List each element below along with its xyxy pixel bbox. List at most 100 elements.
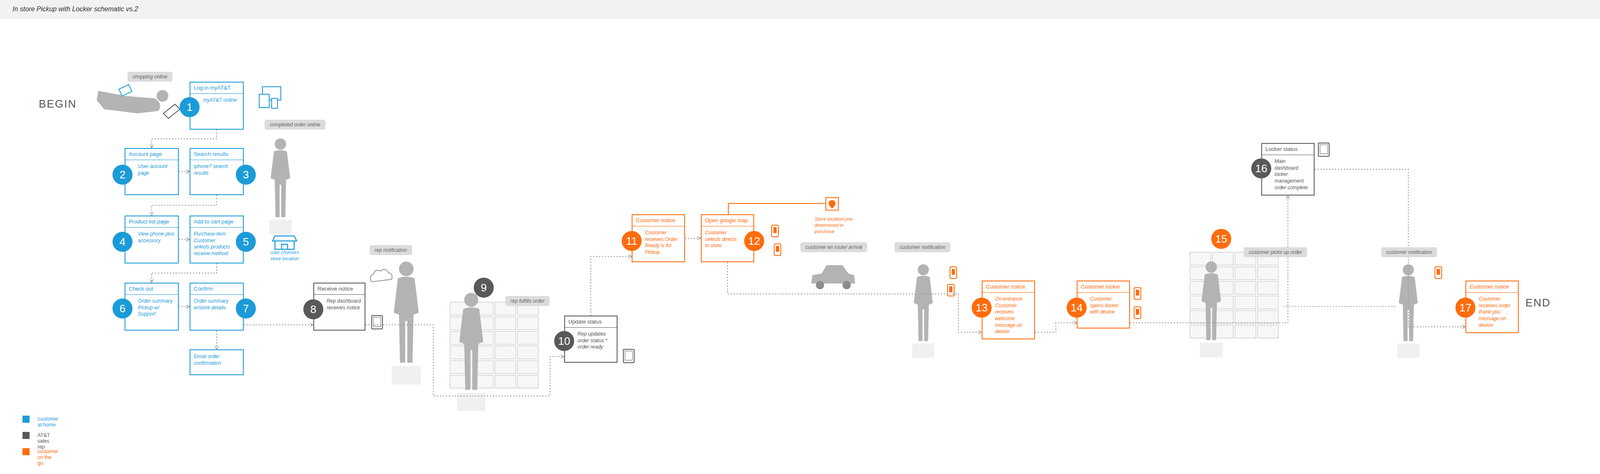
callout-number: 1 <box>179 97 200 118</box>
connector <box>365 324 565 396</box>
flow-marker: END <box>1525 296 1551 310</box>
callout-tag: customer notification <box>894 242 951 253</box>
callout-number: 13 <box>971 297 992 318</box>
box-body: User account page <box>125 160 178 179</box>
legend-text: AT&T sales rep <box>37 432 50 450</box>
title-bar <box>0 0 1600 20</box>
legend-text: customer on the go <box>37 448 58 466</box>
callout-tag: completed order online <box>264 119 326 130</box>
connector <box>151 129 217 148</box>
callout-tag: customer picks up order <box>1243 247 1308 258</box>
tablet-icon <box>371 315 383 329</box>
callout-number: 15 <box>1211 228 1232 249</box>
box-heading: Customer notice <box>1466 281 1518 293</box>
phone-icon <box>1134 287 1141 300</box>
callout-number: 17 <box>1455 297 1476 318</box>
box-body: Email order confirmation <box>190 350 243 369</box>
person-figure <box>912 264 935 358</box>
callout-number: 3 <box>235 164 256 185</box>
note-text: Store location pre-determined in purchas… <box>814 215 862 235</box>
process-box: Search resultsiphone7 search results <box>189 147 244 195</box>
note-text: user chooses store location <box>265 249 304 262</box>
legend-swatch <box>22 431 30 439</box>
person-figure <box>269 138 293 235</box>
legend-swatch <box>22 415 30 423</box>
callout-tag: rep notification <box>369 245 413 255</box>
diagram-title: In store Pickup with Locker schematic vs… <box>12 5 138 13</box>
box-body: Order summary w/store details <box>190 294 243 314</box>
person-figure <box>457 292 485 411</box>
box-body: iphone7 search results <box>190 160 243 179</box>
connector <box>1314 169 1466 327</box>
box-body: View phone plus accessory <box>125 227 178 247</box>
phone-icon <box>1134 306 1141 319</box>
callout-tag: shopping online <box>127 71 173 82</box>
legend-swatch <box>22 447 30 455</box>
phone-icon <box>771 225 779 237</box>
box-heading: Receive notice <box>314 283 365 295</box>
callout-number: 8 <box>303 299 324 320</box>
store-icon <box>272 235 297 250</box>
box-heading: Customer locker <box>1077 281 1130 293</box>
legend-text: customer at home <box>37 415 58 428</box>
process-box: Check outOrder summary Pickup w/ Support <box>124 282 179 331</box>
box-heading: Check out <box>125 283 178 295</box>
box-body: Main dashboard locker management order c… <box>1262 155 1314 194</box>
process-box: Account pageUser account page <box>124 147 179 195</box>
callout-number: 12 <box>744 230 765 251</box>
callout-number: 10 <box>554 330 575 351</box>
cloud-icon <box>370 269 393 282</box>
callout-number: 4 <box>112 231 133 252</box>
connector <box>1035 322 1077 333</box>
connector <box>685 237 701 239</box>
box-heading: Update status <box>565 316 617 328</box>
callout-number: 14 <box>1066 297 1087 318</box>
callout-number: 6 <box>112 298 133 319</box>
box-heading: Add to cart page <box>190 216 243 228</box>
process-box: Email order confirmation <box>189 349 244 375</box>
connector <box>216 330 218 350</box>
box-heading: Confirm <box>190 283 243 295</box>
tablet-icon <box>623 349 635 363</box>
callout-tag: customer notification <box>1381 247 1438 258</box>
person-figure <box>1397 264 1420 358</box>
callout-number: 2 <box>112 164 133 185</box>
box-body: Purchase item Customer selects products … <box>190 227 243 260</box>
connector <box>178 239 190 240</box>
connector <box>151 263 217 283</box>
phone-icon <box>1435 266 1442 279</box>
process-box: Product list pageView phone plus accesso… <box>124 215 179 264</box>
map-icon <box>825 197 839 210</box>
box-heading: Locker status <box>1262 143 1314 155</box>
person-figure <box>1200 261 1223 358</box>
car <box>811 265 855 290</box>
callout-number: 5 <box>235 231 256 252</box>
bracket-line <box>728 203 825 215</box>
flow-marker: BEGIN <box>38 97 77 111</box>
box-body: On entrance Customer receives welcome me… <box>982 292 1035 338</box>
callout-number: 16 <box>1251 158 1272 179</box>
connector <box>590 256 632 316</box>
lying-person <box>96 84 180 119</box>
connector <box>727 262 982 333</box>
phone-icon <box>774 243 781 256</box>
callout-number: 7 <box>235 298 256 319</box>
box-heading: Customer notice <box>982 281 1035 293</box>
devices-icon <box>259 86 281 109</box>
connector <box>178 171 190 173</box>
box-body: Order summary Pickup w/ Support <box>125 294 178 320</box>
tablet-icon <box>1318 142 1330 157</box>
connector <box>243 324 314 325</box>
connector <box>178 306 190 308</box>
callout-number: 11 <box>621 230 642 251</box>
connector <box>1130 195 1288 323</box>
box-heading: Log in myAT&T <box>190 82 243 94</box>
callout-tag: rep fulfills order <box>505 295 550 306</box>
box-heading: Open google map <box>701 215 754 227</box>
person-figure <box>391 261 421 385</box>
box-heading: Search results <box>190 148 243 160</box>
phone-icon <box>950 266 957 279</box>
box-heading: Product list page <box>125 216 178 228</box>
box-heading: Account page <box>125 148 178 160</box>
callout-tag: customer en route/ arrival <box>800 242 868 253</box>
